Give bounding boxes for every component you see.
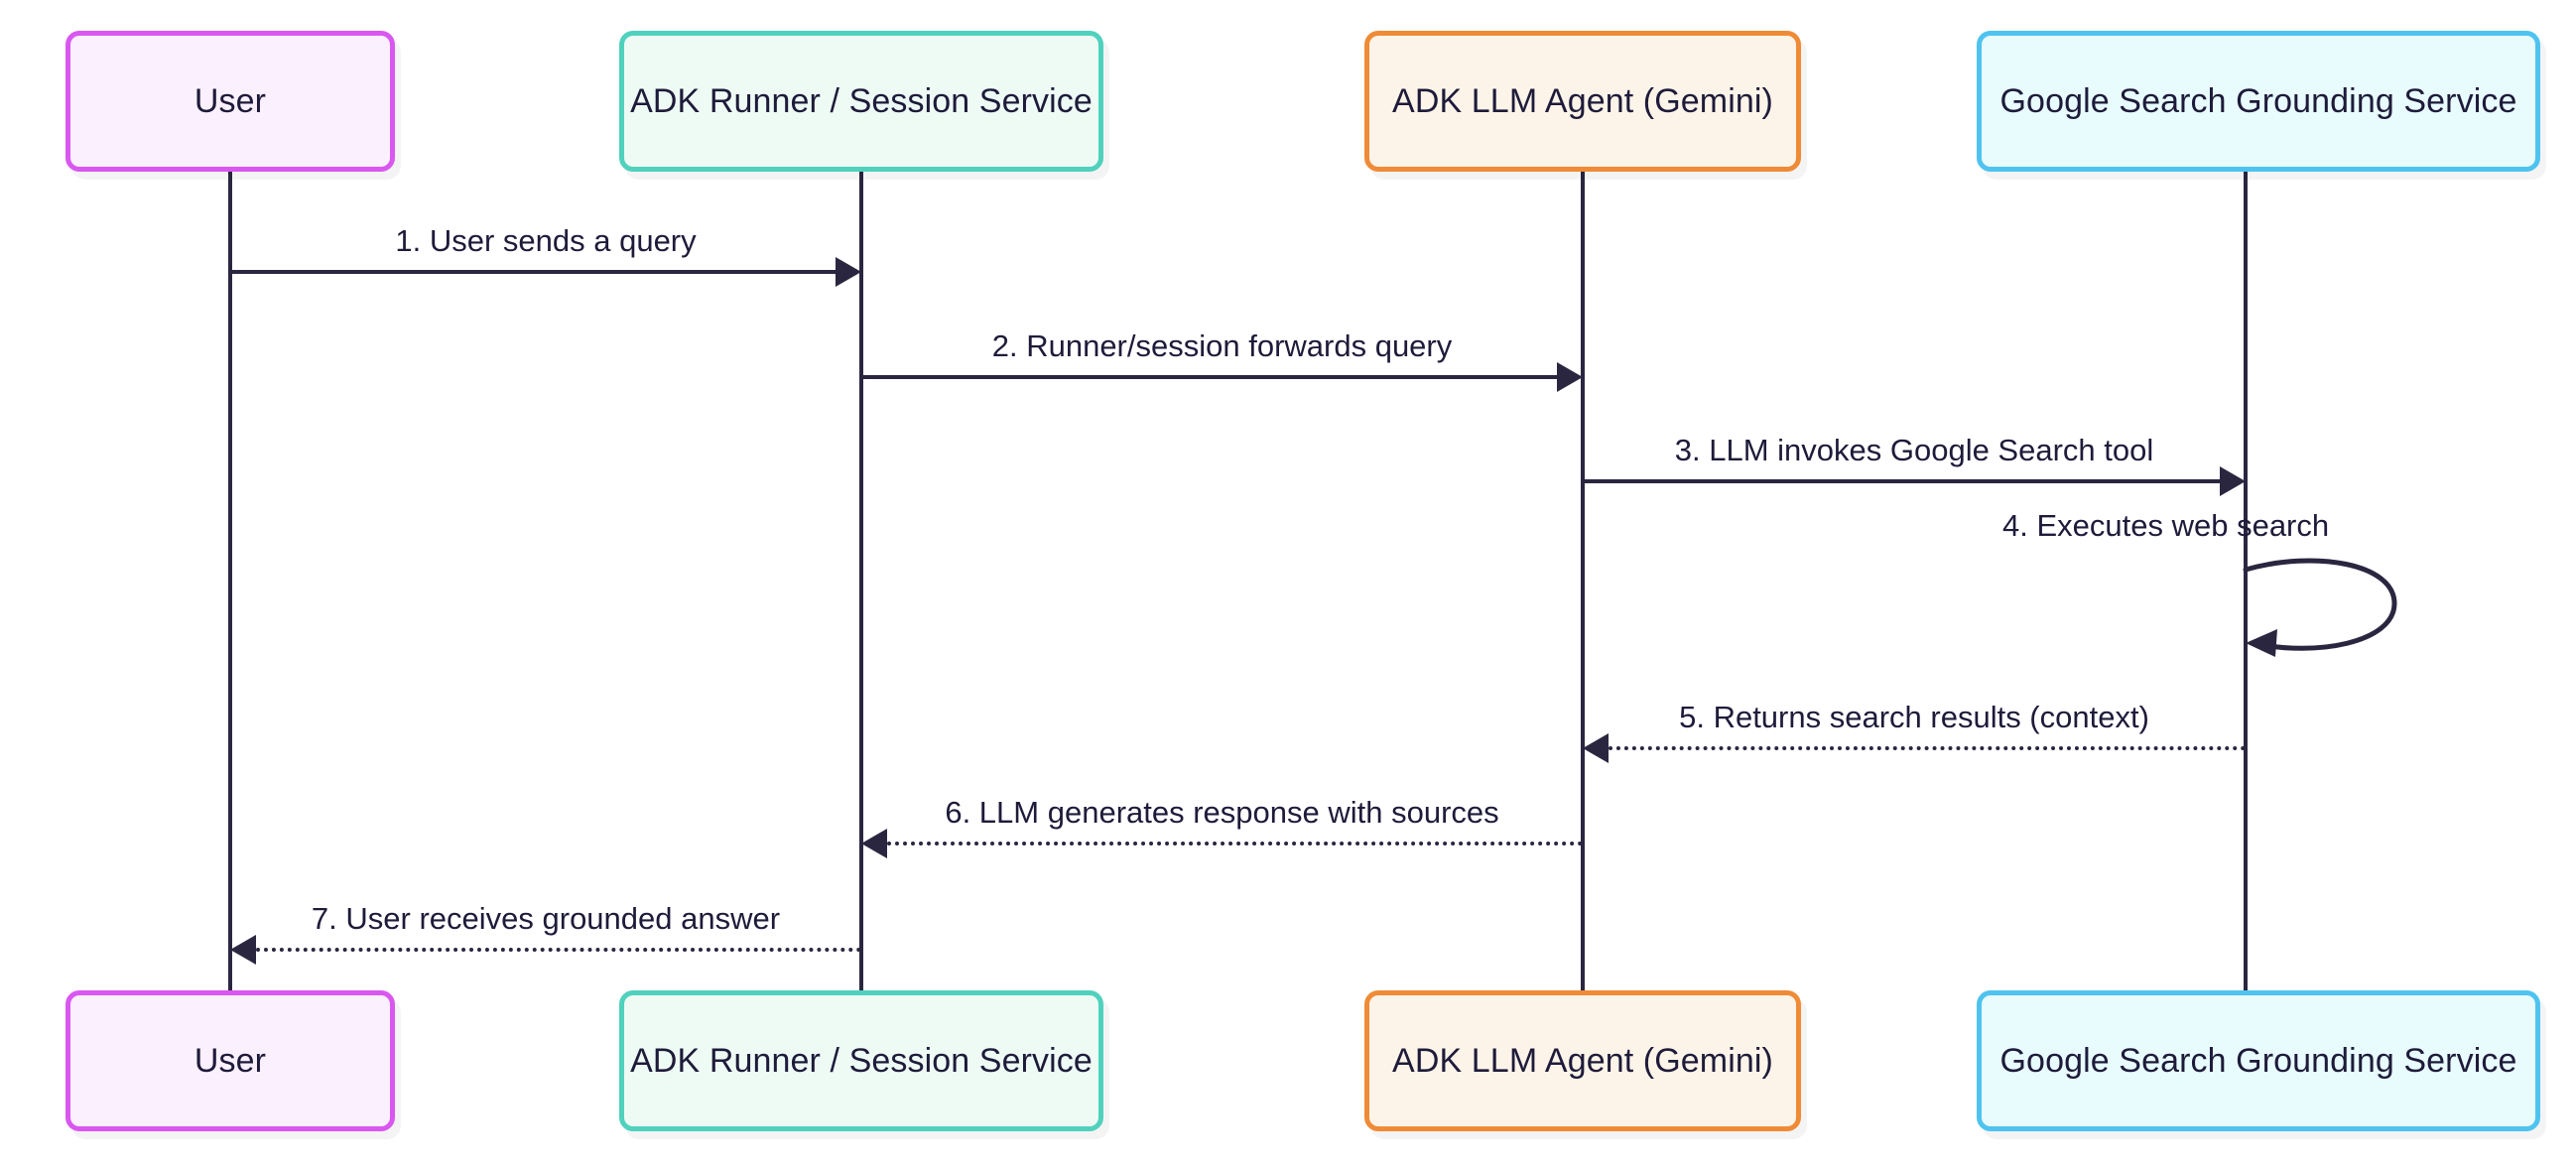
- lifeline-runner: [859, 172, 863, 992]
- message-6-line: [887, 842, 1583, 846]
- message-1-line: [230, 270, 836, 274]
- participant-label-search-bottom: Google Search Grounding Service: [1999, 1042, 2517, 1080]
- message-4-self-loop[interactable]: 4. Executes web search: [2002, 510, 2444, 661]
- message-3-arrowhead: [2220, 466, 2246, 496]
- participant-label-user-top: User: [193, 82, 267, 120]
- message-4-loop-path: [2243, 558, 2397, 657]
- lifeline-user: [228, 172, 232, 992]
- participant-box-agent-top[interactable]: ADK LLM Agent (Gemini): [1364, 31, 1801, 172]
- message-1-label: 1. User sends a query: [395, 223, 697, 258]
- participant-box-user-bottom[interactable]: User: [65, 990, 395, 1131]
- message-7-label: 7. User receives grounded answer: [311, 901, 781, 936]
- participant-label-agent-bottom: ADK LLM Agent (Gemini): [1392, 1042, 1773, 1080]
- message-7-line: [256, 948, 861, 952]
- participant-box-runner-top[interactable]: ADK Runner / Session Service: [619, 31, 1103, 172]
- participant-box-agent-bottom[interactable]: ADK LLM Agent (Gemini): [1364, 990, 1801, 1131]
- message-1-arrowhead: [836, 257, 861, 287]
- message-2-line: [861, 375, 1557, 379]
- participant-box-search-top[interactable]: Google Search Grounding Service: [1977, 31, 2540, 172]
- lifeline-search: [2244, 172, 2248, 992]
- message-5-line: [1609, 746, 2246, 750]
- participant-box-user-top[interactable]: User: [65, 31, 395, 172]
- participant-box-runner-bottom[interactable]: ADK Runner / Session Service: [619, 990, 1103, 1131]
- message-7-arrowhead: [230, 935, 256, 965]
- participant-box-search-bottom[interactable]: Google Search Grounding Service: [1977, 990, 2540, 1131]
- message-3-line: [1583, 479, 2220, 483]
- message-5-label: 5. Returns search results (context): [1679, 700, 2149, 734]
- participant-label-user-bottom: User: [193, 1042, 267, 1080]
- participant-label-search-top: Google Search Grounding Service: [1999, 82, 2517, 120]
- message-6-label: 6. LLM generates response with sources: [945, 795, 1499, 830]
- lifeline-agent: [1581, 172, 1585, 992]
- message-2-label: 2. Runner/session forwards query: [991, 328, 1453, 363]
- message-4-label: 4. Executes web search: [2002, 508, 2330, 543]
- message-3-label: 3. LLM invokes Google Search tool: [1674, 433, 2154, 467]
- participant-label-runner-bottom: ADK Runner / Session Service: [630, 1042, 1093, 1080]
- participant-label-runner-top: ADK Runner / Session Service: [630, 82, 1093, 120]
- message-5-arrowhead: [1583, 733, 1609, 763]
- message-6-arrowhead: [861, 829, 887, 858]
- participant-label-agent-top: ADK LLM Agent (Gemini): [1392, 82, 1773, 120]
- message-2-arrowhead: [1557, 362, 1583, 392]
